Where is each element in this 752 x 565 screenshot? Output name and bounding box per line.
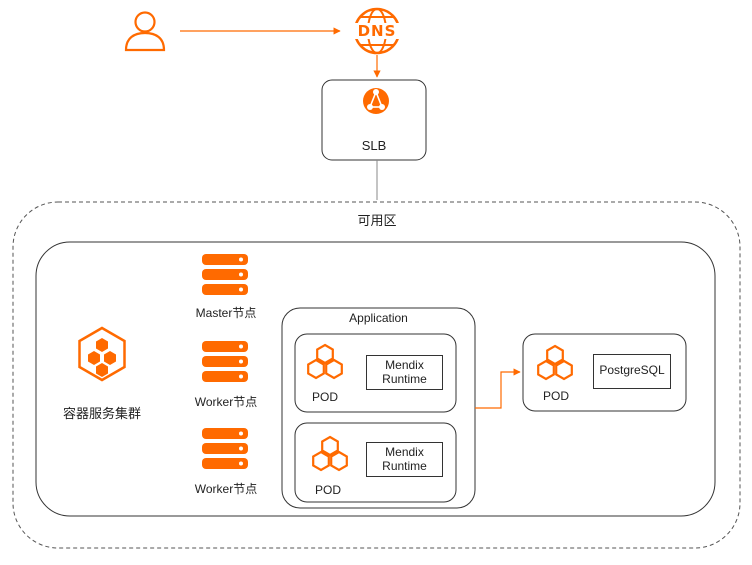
postgresql-box: PostgreSQL (593, 354, 671, 389)
worker-node-label: Worker节点 (194, 482, 258, 496)
application-label: Application (349, 311, 408, 325)
mendix-runtime-box: Mendix Runtime (366, 442, 443, 477)
availability-zone (12, 201, 741, 549)
worker-node-label: Worker节点 (194, 395, 258, 409)
app-to-db-arrow (475, 368, 521, 409)
zone-label: 可用区 (357, 213, 397, 228)
runtime-line-1: Mendix (385, 445, 424, 459)
slb-icon (363, 88, 389, 114)
worker-server-icon (202, 341, 248, 382)
runtime-line-2: Runtime (382, 459, 427, 473)
dns-label: DNS (357, 22, 397, 40)
slb-box (321, 79, 427, 161)
worker-server-icon (202, 428, 248, 469)
cluster-label: 容器服务集群 (62, 406, 141, 421)
pod-label: POD (314, 483, 341, 497)
dns-icon (351, 7, 403, 55)
runtime-line-2: Runtime (382, 372, 427, 386)
pod-label: POD (311, 390, 338, 404)
mendix-runtime-box: Mendix Runtime (366, 355, 443, 390)
master-node-label: Master节点 (195, 306, 257, 320)
db-pod-label: POD (542, 389, 569, 403)
master-server-icon (202, 254, 248, 295)
user-icon (124, 11, 166, 52)
runtime-line-1: Mendix (385, 358, 424, 372)
cluster-icon (78, 326, 126, 382)
slb-label: SLB (361, 138, 387, 153)
